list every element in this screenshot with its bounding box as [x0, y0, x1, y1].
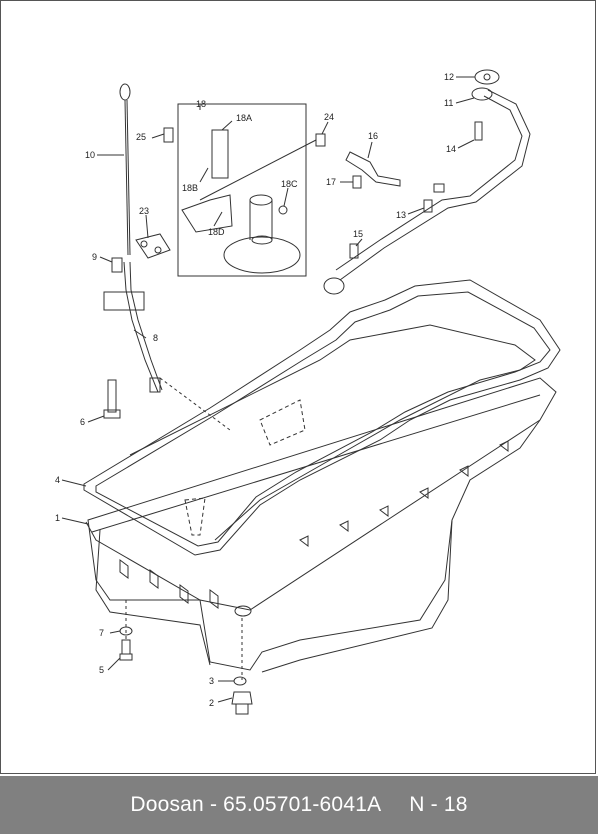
callout-18: 18	[196, 99, 206, 109]
callout-18a: 18A	[236, 113, 252, 123]
bolt-14	[474, 121, 483, 141]
oil-pan-gasket	[83, 279, 561, 556]
bolt-9	[111, 257, 123, 273]
callout-18d: 18D	[208, 227, 225, 237]
callout-6: 6	[80, 417, 85, 427]
bolt-17	[352, 175, 362, 189]
bolt-6	[103, 379, 121, 419]
bolt-25	[163, 127, 174, 143]
callout-8: 8	[153, 333, 158, 343]
callout-11: 11	[444, 98, 453, 108]
dipstick	[119, 83, 131, 256]
footer-page-number: N - 18	[409, 793, 468, 816]
callout-15: 15	[353, 229, 363, 239]
callout-4: 4	[55, 475, 60, 485]
callout-10: 10	[85, 150, 95, 160]
callout-14: 14	[446, 144, 456, 154]
footer-bar: Doosan - 65.05701-6041A N - 18	[0, 776, 598, 834]
o-ring-3	[233, 676, 247, 686]
callout-7: 7	[99, 628, 104, 638]
oil-pipe	[323, 87, 531, 295]
oil-pan-exploded-diagram: 18 18A 18B 18C 18D 23 24 25 10 9 8 6 4 1…	[55, 69, 561, 715]
callout-9: 9	[92, 252, 97, 262]
oil-pan	[85, 377, 557, 673]
callout-2: 2	[209, 698, 214, 708]
callout-5: 5	[99, 665, 104, 675]
gasket-12	[474, 69, 500, 85]
callout-3: 3	[209, 676, 214, 686]
callout-18c: 18C	[281, 179, 298, 189]
bolt-24	[315, 133, 326, 147]
callout-17: 17	[326, 177, 336, 187]
callout-12: 12	[444, 72, 454, 82]
callout-1: 1	[55, 513, 60, 523]
bolt-5	[119, 639, 133, 661]
dipstick-tube	[103, 261, 163, 393]
callout-18b: 18B	[182, 183, 198, 193]
drain-plug-2	[231, 691, 253, 715]
callout-labels: 18 18A 18B 18C 18D 23 24 25 10 9 8 6 4 1…	[55, 72, 456, 708]
callout-16: 16	[368, 131, 378, 141]
callout-23: 23	[139, 206, 149, 216]
callout-13: 13	[396, 210, 406, 220]
callout-24: 24	[324, 112, 334, 122]
flange-23	[135, 233, 171, 259]
footer-part-number: Doosan - 65.05701-6041A	[130, 793, 382, 816]
bracket-16	[345, 151, 401, 187]
bolt-13	[423, 199, 433, 213]
callout-25: 25	[136, 132, 146, 142]
